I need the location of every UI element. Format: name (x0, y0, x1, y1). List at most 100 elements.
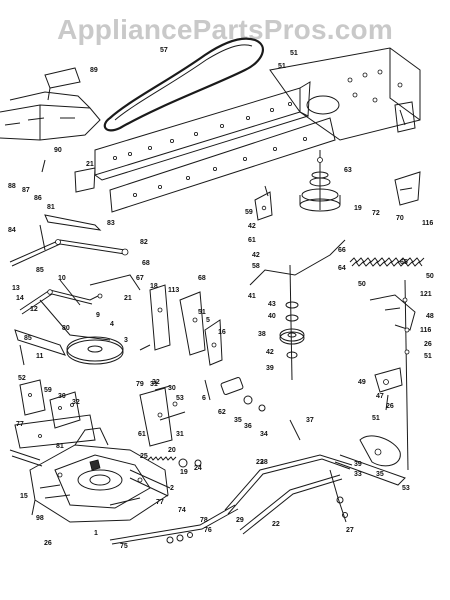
callout-23: 23 (256, 459, 264, 466)
callout-19: 19 (180, 469, 188, 476)
variable-pulley-stack (299, 150, 341, 212)
callout-10: 10 (58, 275, 66, 282)
callout-14: 14 (16, 295, 24, 302)
callout-2: 2 (170, 485, 174, 492)
clutch-brake-rod (224, 419, 353, 535)
callout-21: 21 (124, 295, 132, 302)
callout-61: 61 (248, 237, 256, 244)
callout-26: 26 (424, 341, 432, 348)
callout-43: 43 (268, 301, 276, 308)
callout-65: 65 (400, 259, 408, 266)
callout-116: 116 (420, 327, 431, 334)
extension-spring (349, 257, 425, 267)
linkage-assembly (14, 274, 141, 366)
callout-66: 66 (338, 247, 346, 254)
callout-74: 74 (178, 507, 186, 514)
callout-68: 68 (142, 260, 150, 267)
callout-85: 85 (24, 335, 32, 342)
callout-75: 75 (120, 543, 128, 550)
callout-78: 78 (200, 517, 208, 524)
callout-86: 86 (34, 195, 42, 202)
callout-121: 121 (420, 291, 432, 298)
callout-80: 80 (62, 325, 70, 332)
callout-39: 39 (354, 461, 362, 468)
callout-58: 58 (252, 263, 260, 270)
callout-3: 3 (124, 337, 128, 344)
callout-16: 16 (218, 329, 226, 336)
idler-bracket (254, 185, 273, 221)
callout-33: 33 (354, 471, 362, 478)
callout-28: 28 (260, 459, 268, 466)
callout-32: 32 (72, 399, 80, 406)
callout-62: 62 (218, 409, 226, 416)
callout-76: 76 (204, 527, 212, 534)
callout-30: 30 (58, 393, 66, 400)
callout-12: 12 (30, 306, 38, 313)
callout-36: 36 (244, 423, 252, 430)
callout-51: 51 (372, 415, 380, 422)
callout-79: 79 (136, 381, 144, 388)
callout-50: 50 (426, 273, 434, 280)
brake-disc (66, 336, 124, 365)
callout-31: 31 (150, 381, 158, 388)
callout-82: 82 (140, 239, 148, 246)
bushing-parts (204, 377, 266, 412)
callout-47: 47 (376, 393, 384, 400)
clutch-rod-assembly (334, 279, 416, 486)
callout-9: 9 (96, 312, 100, 319)
callout-35: 35 (234, 417, 242, 424)
callout-83: 83 (107, 220, 115, 227)
rear-frame-plate (269, 47, 421, 141)
axle-bracket-set (14, 379, 96, 449)
callout-31: 31 (176, 431, 184, 438)
front-bumper (0, 91, 101, 141)
callout-27: 27 (346, 527, 354, 534)
callout-81: 81 (47, 204, 55, 211)
callout-59: 59 (245, 209, 253, 216)
drive-belt (103, 37, 264, 132)
callout-26: 26 (44, 540, 52, 547)
callout-98: 98 (36, 515, 44, 522)
belt-guide-bracket (394, 171, 421, 206)
callout-21: 21 (86, 161, 94, 168)
small-bracket-90 (41, 159, 46, 173)
callout-19: 19 (354, 205, 362, 212)
callout-50: 50 (358, 281, 366, 288)
callout-18: 18 (150, 283, 158, 290)
callout-90: 90 (54, 147, 62, 154)
callout-89: 89 (90, 67, 98, 74)
callout-113: 113 (168, 287, 179, 294)
callout-70: 70 (396, 215, 404, 222)
callout-116: 116 (422, 220, 433, 227)
callout-51: 51 (198, 309, 206, 316)
callout-34: 34 (260, 431, 268, 438)
callout-84: 84 (8, 227, 16, 234)
callout-labels: 57 51 51 89 90 21 63 19 72 70 116 88 87 … (8, 47, 434, 550)
callout-48: 48 (426, 313, 434, 320)
callout-26: 26 (386, 403, 394, 410)
callout-6: 6 (202, 395, 206, 402)
callout-42: 42 (266, 349, 274, 356)
callout-11: 11 (36, 353, 44, 360)
callout-63: 63 (344, 167, 352, 174)
callout-64: 64 (338, 265, 346, 272)
callout-4: 4 (110, 321, 114, 328)
callout-42: 42 (252, 252, 260, 259)
callout-88: 88 (8, 183, 16, 190)
callout-77: 77 (156, 499, 164, 506)
lower-frame-rail (109, 117, 336, 213)
callout-53: 53 (402, 485, 410, 492)
callout-30: 30 (168, 385, 176, 392)
callout-32: 32 (152, 379, 160, 386)
small-bracket-21 (74, 167, 96, 193)
brake-spring (147, 456, 202, 468)
brake-plate-assembly (139, 284, 223, 366)
callout-29: 29 (236, 517, 244, 524)
callout-24: 24 (194, 465, 202, 472)
callout-37: 37 (306, 417, 314, 424)
callout-40: 40 (268, 313, 276, 320)
callout-13: 13 (12, 285, 20, 292)
callout-35: 35 (376, 471, 384, 478)
